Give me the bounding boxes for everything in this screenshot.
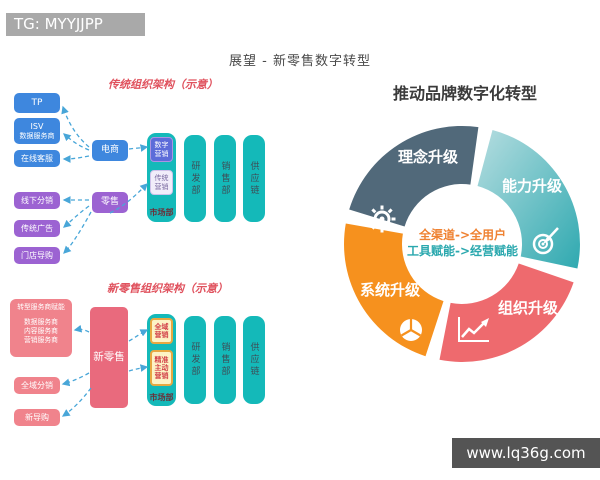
provider-content: 内容服务商 <box>24 327 58 335</box>
box-online-service: 在线客服 <box>14 150 60 167</box>
center-line2: 工具赋能->经营赋能 <box>406 244 519 258</box>
watermark: www.lq36g.com <box>452 438 600 468</box>
box-new-guide: 新导购 <box>14 409 60 426</box>
digital-marketing-line2: 营销 <box>154 149 169 158</box>
omni-marketing-line1: 全域 <box>154 322 169 331</box>
provider-marketing: 营销服务商 <box>24 336 58 344</box>
traditional-marketing-line2: 营销 <box>154 182 169 191</box>
new-dept-bar-rd: 研发部 <box>184 316 206 404</box>
pie-chart-icon <box>396 315 426 345</box>
target-icon <box>528 224 562 258</box>
box-store-guide: 门店导购 <box>14 247 60 264</box>
arrow-retail-to-store-guide <box>63 211 92 254</box>
new-supply-chain-label: 供应链 <box>248 342 259 378</box>
new-marketing-dept-label: 市场部 <box>149 393 174 402</box>
supply-chain-label: 供应链 <box>248 160 259 197</box>
box-isv-line2: 数据服务商 <box>19 131 55 140</box>
digital-marketing-line1: 数字 <box>154 141 169 150</box>
segment-capability-upgrade <box>477 130 580 269</box>
label-capability-upgrade: 能力升级 <box>501 177 562 195</box>
cycle-diagram-title: 推动品牌数字化转型 <box>392 84 537 103</box>
box-traditional-ads: 传统广告 <box>14 220 60 237</box>
arrow-newretail-to-new-guide <box>61 387 92 417</box>
arrow-retail-to-ads <box>63 205 90 228</box>
new-sales-dept-label: 销售部 <box>219 342 230 378</box>
label-organization-upgrade: 组织升级 <box>497 299 558 317</box>
cycle-center-text: 全渠道->全用户 工具赋能->经营赋能 <box>385 227 540 259</box>
label-system-upgrade: 系统升级 <box>359 281 420 299</box>
omni-marketing-line2: 营销 <box>154 331 169 339</box>
traditional-marketing-line1: 传统 <box>154 174 169 183</box>
box-service-providers: 转型服务商赋能 数据服务商 内容服务商 营销服务商 <box>10 299 72 357</box>
arrow-ecom-to-digital-marketing <box>128 144 149 152</box>
marketing-dept-label: 市场部 <box>149 208 174 217</box>
label-concept-upgrade: 理念升级 <box>397 148 458 166</box>
box-tp: TP <box>14 93 60 113</box>
box-offline-distribution: 线下分销 <box>14 192 60 209</box>
segment-organization-upgrade <box>439 263 574 362</box>
arrow-ecom-to-tp <box>61 105 90 148</box>
gear-icon <box>366 203 398 235</box>
arrow-ecom-to-online-service <box>62 155 90 163</box>
center-line1: 全渠道->全用户 <box>418 228 507 242</box>
subbox-precise-marketing: 精准 主动 营销 <box>150 350 173 386</box>
arrow-newretail-to-providers <box>73 324 90 333</box>
box-new-retail: 新零售 <box>90 307 128 408</box>
rd-dept-label: 研发部 <box>189 160 200 197</box>
line-chart-icon <box>455 315 493 345</box>
precise-line3: 营销 <box>154 372 169 381</box>
provider-data: 数据服务商 <box>24 318 58 326</box>
box-retail: 零售 <box>92 192 128 213</box>
providers-title: 转型服务商赋能 <box>17 303 65 311</box>
box-isv: ISV 数据服务商 <box>14 118 60 144</box>
new-dept-bar-sales: 销售部 <box>214 316 236 404</box>
box-omni-distribution: 全域分销 <box>14 377 60 394</box>
dept-bar-sales: 销售部 <box>214 135 236 222</box>
arrow-ecom-to-isv <box>63 133 90 151</box>
subbox-traditional-marketing: 传统 营销 <box>150 170 173 195</box>
new-dept-bar-supply: 供应链 <box>243 316 265 404</box>
arrow-newretail-to-omni-distribution <box>61 372 90 387</box>
precise-line1: 精准 <box>154 355 169 364</box>
box-ecommerce: 电商 <box>92 140 128 161</box>
new-retail-org-heading: 新零售组织架构（示意） <box>107 282 228 295</box>
sales-dept-label: 销售部 <box>219 160 230 197</box>
segment-concept-upgrade <box>349 125 479 227</box>
tg-banner: TG: MYYJJPP <box>6 13 145 36</box>
arrow-newretail-to-precise-marketing <box>128 364 149 372</box>
subbox-omni-marketing: 全域 营销 <box>150 318 173 344</box>
traditional-org-heading: 传统组织架构（示意） <box>108 78 218 91</box>
dept-bar-supply: 供应链 <box>243 135 265 222</box>
page-title: 展望 - 新零售数字转型 <box>229 54 371 69</box>
new-rd-dept-label: 研发部 <box>189 342 200 378</box>
subbox-digital-marketing: 数字 营销 <box>150 137 173 162</box>
precise-line2: 主动 <box>154 363 169 372</box>
box-isv-line1: ISV <box>30 122 44 132</box>
arrow-newretail-to-omni-marketing <box>128 329 149 342</box>
dept-bar-rd: 研发部 <box>184 135 206 222</box>
